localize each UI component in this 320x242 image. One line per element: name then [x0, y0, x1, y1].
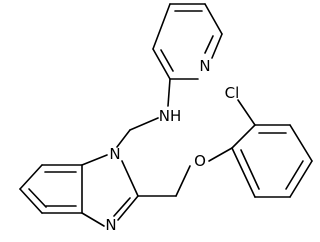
linker-bonds [116, 78, 233, 197]
pyridine-nitrogen-label: N [199, 57, 210, 75]
amine-nh-label: NH [159, 107, 182, 125]
benzene-ring [19, 164, 83, 214]
benzimidazole-n3-label: N [105, 216, 116, 234]
ether-oxygen-label: O [194, 152, 206, 170]
chlorine-label: Cl [225, 84, 240, 102]
chlorophenyl-ring [231, 99, 313, 198]
pyridine-ring [152, 3, 223, 80]
imidazole-ring [81, 154, 139, 227]
benzimidazole-n1-label: N [109, 145, 120, 163]
